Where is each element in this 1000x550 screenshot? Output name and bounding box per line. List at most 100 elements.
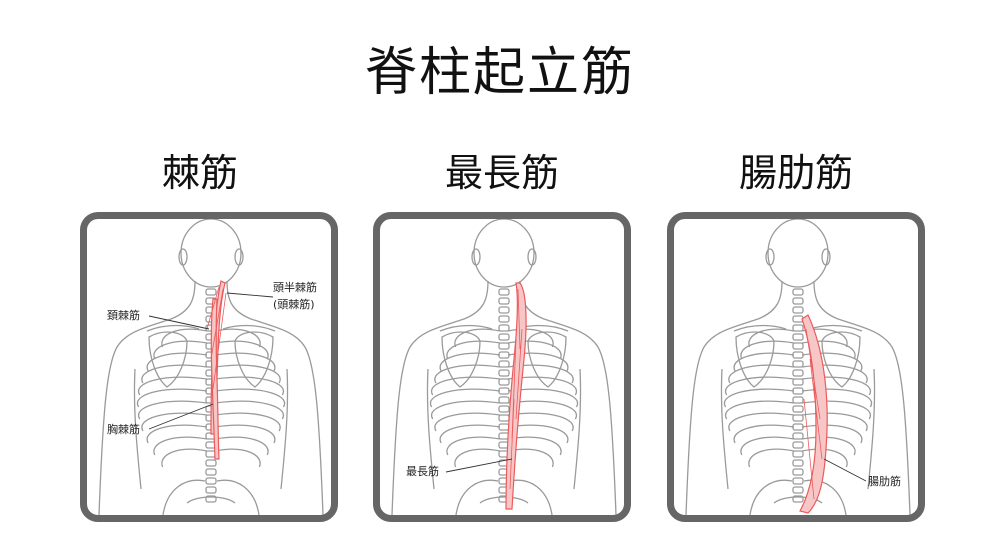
right-torso-outline (226, 280, 324, 515)
panel-iliocostalis: 腸肋筋 (667, 212, 925, 522)
sacrum-outline (186, 496, 236, 504)
panel-spinalis: 頭半棘筋 (頭棘筋) 頚棘筋 胸棘筋 (80, 212, 338, 522)
panel-title-longissimus: 最長筋 (444, 151, 559, 195)
rib-right (214, 412, 281, 432)
rib-right (801, 424, 863, 444)
right-torso-outline (813, 280, 911, 515)
left-torso-outline (685, 280, 783, 515)
vertebra (205, 468, 217, 476)
rib-left (439, 352, 501, 372)
rib-left (728, 412, 795, 432)
vertebra (792, 378, 804, 386)
rib-right (214, 436, 269, 456)
vertebra (498, 387, 510, 395)
rib-left (724, 400, 795, 420)
back-anatomy-figure (98, 219, 324, 515)
rib-right (214, 328, 261, 348)
rib-left (740, 436, 795, 456)
rib-right (214, 400, 285, 420)
vertebra (498, 396, 510, 404)
rib-right (801, 412, 868, 432)
vertebra (792, 468, 804, 476)
head-outline (473, 219, 535, 288)
vertebra (498, 297, 510, 305)
rib-left (161, 448, 208, 468)
vertebra (205, 486, 217, 494)
rib-left (446, 340, 501, 360)
head-outline (180, 219, 242, 288)
rib-right (507, 424, 569, 444)
rib-left (728, 364, 795, 384)
vertebra (792, 486, 804, 494)
vertebra (498, 306, 510, 314)
rib-left (733, 352, 795, 372)
rib-left (430, 400, 501, 420)
rib-right (214, 376, 285, 396)
left-torso-outline (391, 280, 489, 515)
label-iliocostalis: 腸肋筋 (868, 475, 901, 488)
vertebra (792, 441, 804, 449)
rib-right (214, 340, 269, 360)
vertebra (498, 351, 510, 359)
rib-right (801, 448, 848, 468)
vertebra (792, 342, 804, 350)
rib-right (801, 436, 856, 456)
rib-left (141, 412, 208, 432)
rib-right (507, 412, 574, 432)
right-arm-line (867, 368, 876, 490)
rib-left (434, 412, 501, 432)
label-spinalis-capitis: (頭棘筋) (273, 298, 315, 311)
rib-right (214, 364, 281, 384)
rib-left (430, 376, 501, 396)
rib-left (446, 436, 501, 456)
vertebra (205, 477, 217, 485)
right-ear (821, 248, 831, 266)
rib-left (141, 364, 208, 384)
right-clavicle (222, 324, 276, 332)
rib-left (137, 400, 208, 420)
left-arm-line (720, 368, 729, 490)
vertebra (205, 495, 217, 503)
left-arm-line (133, 368, 142, 490)
vertebra (792, 351, 804, 359)
label-spinalis-thoracis: 胸棘筋 (107, 423, 140, 436)
left-arm-line (426, 368, 435, 490)
left-ear (178, 248, 188, 266)
left-torso-outline (98, 280, 196, 515)
vertebra (792, 432, 804, 440)
right-ear (234, 248, 244, 266)
rib-left (454, 328, 501, 348)
vertebra (498, 288, 510, 296)
pelvis-outline (455, 479, 553, 515)
rib-left (146, 352, 208, 372)
left-clavicle (439, 324, 493, 332)
vertebra (792, 288, 804, 296)
vertebra (498, 405, 510, 413)
back-anatomy-figure (685, 219, 911, 515)
rib-left (137, 376, 208, 396)
label-spinalis-cervicis: 頚棘筋 (107, 309, 140, 322)
right-arm-line (280, 368, 289, 490)
sacrum-outline (479, 496, 529, 504)
pelvis-outline (749, 479, 847, 515)
sacrum-outline (773, 496, 823, 504)
vertebra (792, 405, 804, 413)
head-outline (767, 219, 829, 288)
left-clavicle (733, 324, 787, 332)
label-longissimus: 最長筋 (406, 465, 439, 478)
rib-left (153, 436, 208, 456)
rib-left (161, 328, 208, 348)
pelvis-outline (162, 479, 260, 515)
vertebra (792, 297, 804, 305)
rib-left (439, 424, 501, 444)
rib-right (214, 388, 286, 408)
rib-left (429, 388, 501, 408)
rib-left (434, 364, 501, 384)
rib-left (146, 424, 208, 444)
rib-left (136, 388, 208, 408)
rib-right (507, 400, 578, 420)
vertebra (792, 459, 804, 467)
vertebra (205, 459, 217, 467)
rib-right (214, 448, 261, 468)
vertebra (792, 333, 804, 341)
